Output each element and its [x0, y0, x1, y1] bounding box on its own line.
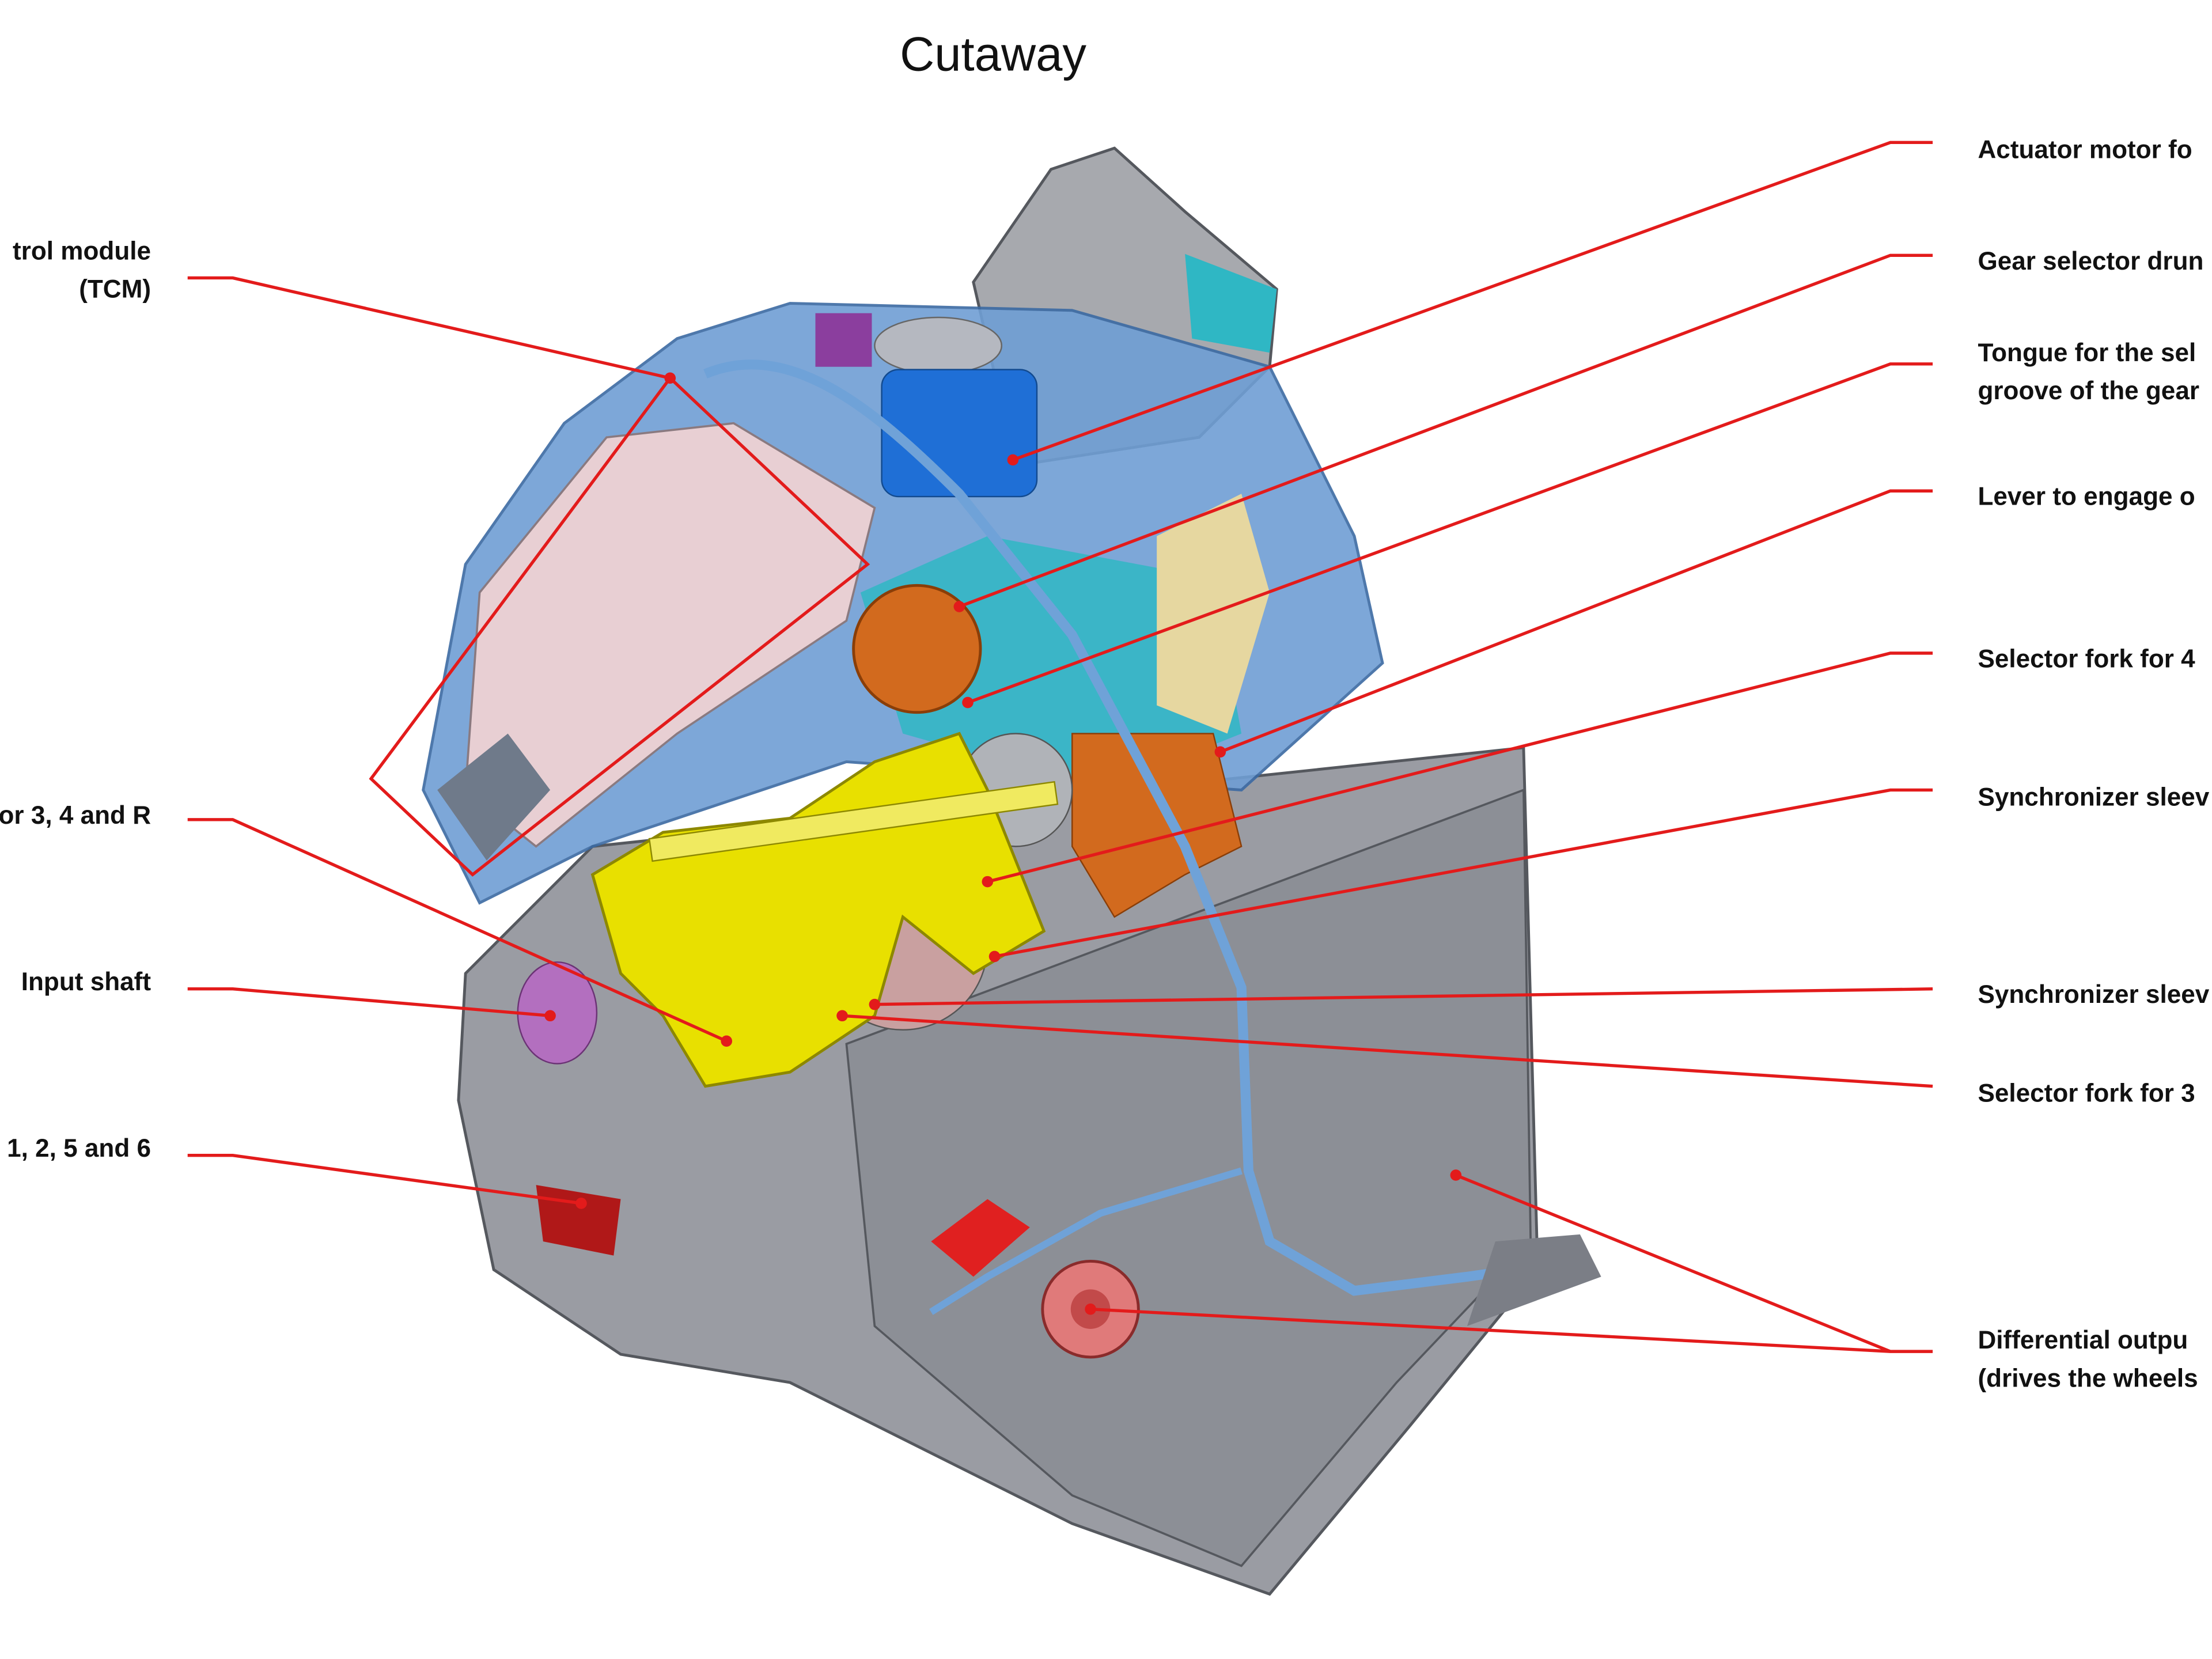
right-labels: Actuator motor fo Gear selector drun Ton… — [1978, 135, 2209, 1392]
label-tcm-line1: trol module — [13, 237, 151, 266]
transmission-illustration — [422, 146, 1601, 1596]
label-selector-fork-4: Selector fork for 4 — [1978, 645, 2195, 673]
label-tongue-line2: groove of the gear — [1978, 377, 2199, 405]
label-gear-selector-drum: Gear selector drun — [1978, 247, 2203, 275]
label-sync-sleeve-1: Synchronizer sleev — [1978, 783, 2209, 811]
diagram-title: Cutaway — [900, 27, 1086, 81]
label-differential-line1: Differential outpu — [1978, 1326, 2188, 1354]
label-lever: Lever to engage o — [1978, 483, 2195, 511]
label-differential-line2: (drives the wheels — [1978, 1364, 2198, 1392]
label-1-2-5-6: 1, 2, 5 and 6 — [7, 1134, 151, 1162]
label-selector-fork-3: Selector fork for 3 — [1978, 1080, 2195, 1108]
label-tongue-line1: Tongue for the sel — [1978, 339, 2196, 367]
label-input-shaft: Input shaft — [21, 968, 151, 996]
connector-shape — [815, 313, 872, 367]
leader-lines — [187, 141, 1933, 1353]
label-actuator-motor: Actuator motor fo — [1978, 135, 2192, 164]
label-sync-sleeve-2: Synchronizer sleev — [1978, 980, 2209, 1009]
label-fork-3-4-r: or 3, 4 and R — [0, 801, 151, 830]
left-labels: trol module (TCM) or 3, 4 and R Input sh… — [0, 237, 151, 1163]
label-tcm-line2: (TCM) — [79, 275, 151, 304]
